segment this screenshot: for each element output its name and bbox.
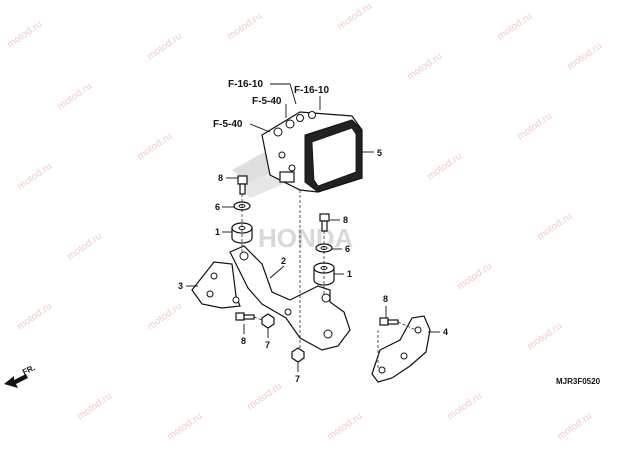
bracket-hole	[239, 251, 249, 261]
bracket-hole	[206, 290, 214, 298]
bolt-head	[235, 312, 245, 321]
main-bracket	[229, 245, 351, 351]
reference-label: F-16-10	[228, 79, 263, 90]
watermark-text: motod.ru	[5, 19, 44, 51]
front-direction-indicator: FR.	[4, 363, 37, 388]
right-bracket-plate	[371, 315, 431, 383]
pump-fitting	[288, 164, 296, 172]
right-bracket	[371, 315, 431, 383]
reference-label: F-5-40	[252, 96, 282, 107]
lower-fasteners	[235, 312, 399, 363]
watermark-text: motod.ru	[15, 161, 54, 193]
brake-port	[273, 127, 283, 137]
drawing-code: MJR3F0520	[556, 377, 601, 386]
leader-line	[270, 83, 297, 105]
watermark-text: motod.ru	[165, 411, 204, 443]
main-bracket-plate	[229, 245, 351, 351]
callout-number: 8	[241, 336, 246, 346]
watermark-text: motod.ru	[335, 1, 374, 33]
callout-number: 3	[178, 281, 183, 291]
leader-lines	[186, 83, 440, 372]
callout-number: 5	[377, 148, 382, 158]
watermark-text: motod.ru	[555, 411, 594, 443]
alignment-line	[253, 316, 263, 321]
flange-nut	[261, 313, 275, 329]
callout-number: 7	[265, 340, 270, 350]
front-direction-label: FR.	[21, 363, 36, 377]
bolt-shank	[243, 314, 255, 320]
watermark-text: motod.ru	[15, 301, 54, 333]
brake-port	[308, 111, 316, 119]
watermark-text: motod.ru	[535, 211, 574, 243]
watermark-text: motod.ru	[135, 131, 174, 163]
watermark-text: motod.ru	[325, 411, 364, 443]
brake-port	[296, 114, 304, 122]
left-bracket	[191, 261, 241, 309]
watermark-text: motod.ru	[445, 391, 484, 423]
watermark-text: motod.ru	[75, 391, 114, 423]
watermark-text: motod.ru	[425, 151, 464, 183]
watermark-text: motod.ru	[495, 11, 534, 43]
bracket-hole	[323, 329, 333, 339]
bracket-hole	[210, 272, 218, 280]
callout-number: 2	[281, 256, 286, 266]
bracket-hole	[321, 293, 331, 303]
honda-logo-text: HONDA	[258, 223, 354, 253]
front-arrow-icon	[4, 374, 28, 388]
bracket-hole	[378, 366, 386, 374]
bolt-head	[319, 213, 330, 222]
bracket-hole	[414, 326, 422, 334]
alignment-line	[397, 321, 417, 331]
watermark-text: motod.ru	[515, 111, 554, 143]
bolt-shank	[387, 319, 399, 325]
watermark-text: motod.ru	[405, 51, 444, 83]
brake-port	[285, 119, 295, 129]
watermark-text: motod.ru	[225, 11, 264, 43]
watermark-text: motod.ru	[55, 81, 94, 113]
watermark-text: motod.ru	[245, 381, 284, 413]
bracket-hole	[284, 308, 292, 316]
reference-label: F-5-40	[213, 119, 243, 130]
watermark-pattern: motod.ru motod.ru motod.ru motod.ru moto…	[5, 1, 604, 443]
callout-number: 8	[218, 173, 223, 183]
callout-number: 8	[343, 215, 348, 225]
bracket-hole	[232, 296, 240, 304]
flange-nut	[291, 347, 305, 363]
leader-line	[249, 123, 271, 133]
watermark-text: motod.ru	[525, 321, 564, 353]
callout-number: 1	[215, 227, 220, 237]
watermark-text: motod.ru	[565, 41, 604, 73]
callout-number: 1	[347, 269, 352, 279]
abs-modulator	[261, 111, 363, 193]
watermark-text: motod.ru	[455, 261, 494, 293]
alignment-lines	[241, 190, 417, 370]
bolt-shank	[321, 220, 328, 232]
watermark-text: motod.ru	[145, 301, 184, 333]
callout-number: 6	[345, 244, 350, 254]
bolt-shank	[239, 183, 246, 195]
modulator-ecu-face	[311, 127, 357, 187]
bolt-head	[379, 317, 389, 326]
modulator-mount	[279, 171, 295, 183]
callout-number: 6	[215, 202, 220, 212]
callout-number: 7	[295, 374, 300, 384]
leader-line	[269, 265, 285, 279]
pump-fitting	[278, 151, 286, 159]
bolt-head	[237, 175, 248, 185]
watermark-text: motod.ru	[65, 231, 104, 263]
bracket-hole	[400, 352, 408, 360]
reference-label: F-16-10	[294, 85, 329, 96]
watermark-text: motod.ru	[145, 31, 184, 63]
callout-number: 4	[443, 327, 448, 337]
callout-number: 8	[383, 294, 388, 304]
